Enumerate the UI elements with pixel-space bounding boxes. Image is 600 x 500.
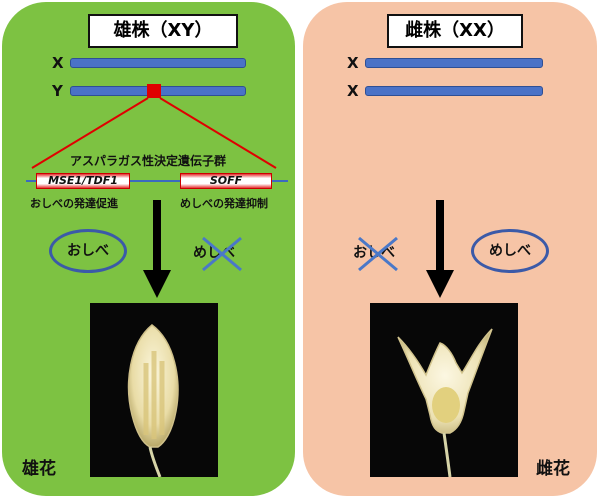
male-plant-panel: 雄株（XY） X Y アスパラガス性決定遺伝子群 MSE1/TDF1 SOFF … (2, 2, 295, 496)
female-organ-present-oval: めしべ (471, 229, 549, 273)
female-flower-label: 雌花 (536, 459, 570, 479)
male-chromosome-x (70, 58, 246, 68)
zoom-lines (26, 97, 288, 182)
gene-mse1-tdf1: MSE1/TDF1 (36, 173, 130, 189)
female-chromosome-x1 (365, 58, 543, 68)
female-title: 雌株（XX） (387, 14, 523, 48)
male-title: 雄株（XY） (88, 14, 238, 48)
gene-soff-function: めしべの発達抑制 (180, 197, 268, 210)
male-chrom-x-label: X (52, 54, 64, 72)
female-chromosome-x2 (365, 86, 543, 96)
gene-soff: SOFF (180, 173, 272, 189)
male-organ-present-label: おしべ (67, 243, 109, 259)
gene-mse1-function: おしべの発達促進 (30, 197, 118, 210)
sex-determining-region-marker (147, 84, 161, 98)
female-chrom-x2-label: X (347, 82, 359, 100)
cross-icon (358, 236, 398, 272)
female-organ-absent: おしべ (353, 236, 411, 272)
down-arrow-icon (426, 200, 454, 298)
down-arrow-icon (143, 200, 171, 298)
cross-icon (202, 236, 242, 272)
female-plant-panel: 雌株（XX） X X おしべ めしべ (303, 2, 597, 496)
male-chrom-y-label: Y (52, 82, 63, 100)
male-flower-photo (90, 303, 218, 478)
male-flower-image (127, 324, 179, 478)
female-organ-present-label: めしべ (489, 243, 531, 259)
female-flower-image (397, 328, 493, 478)
male-flower-label: 雄花 (22, 459, 56, 479)
gene-region-label: アスパラガス性決定遺伝子群 (70, 154, 227, 168)
male-organ-present-oval: おしべ (49, 229, 127, 273)
male-organ-absent: めしべ (193, 236, 251, 272)
female-flower-photo (370, 303, 518, 478)
female-chrom-x1-label: X (347, 54, 359, 72)
